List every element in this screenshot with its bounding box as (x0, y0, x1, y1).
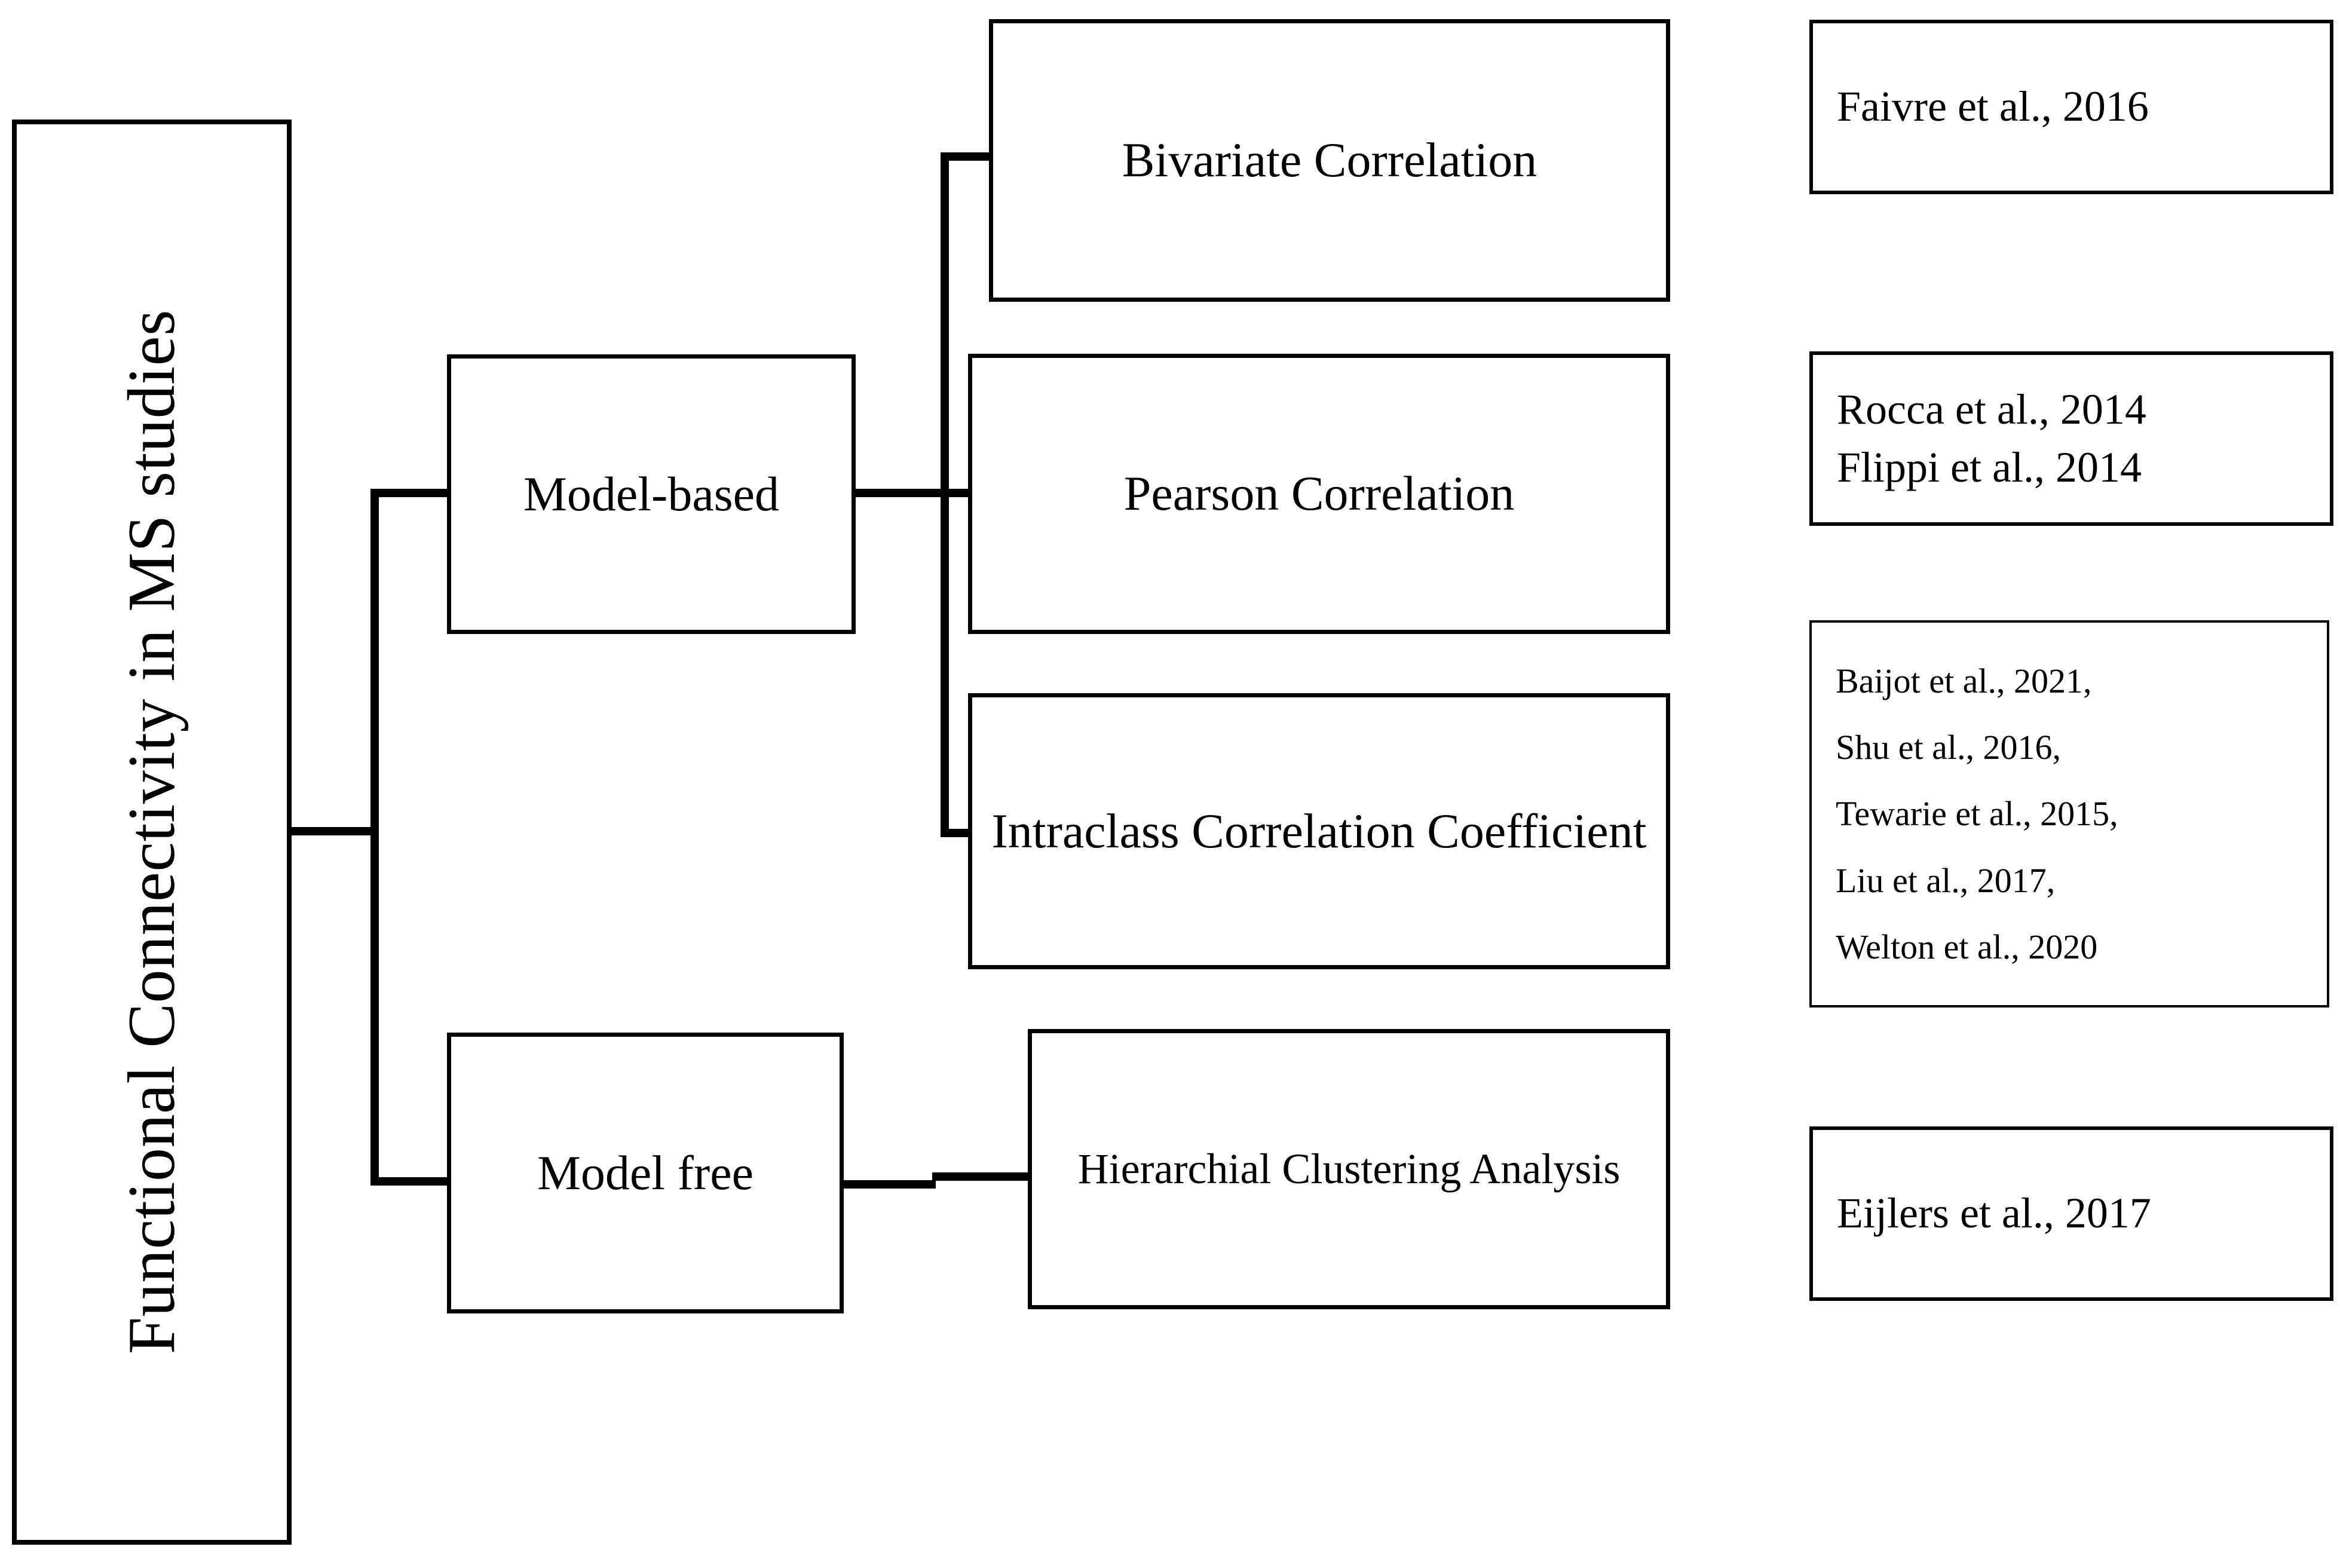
citation-box-pearson[interactable]: Rocca et al., 2014 Flippi et al., 2014 (1809, 351, 2333, 526)
root-node-label: Functional Connectivity in MS studies (114, 310, 189, 1355)
method-node-hierarchial-clustering-analysis[interactable]: Hierarchial Clustering Analysis (1028, 1029, 1670, 1309)
method-node-label: Hierarchial Clustering Analysis (1077, 1145, 1621, 1193)
citation-entry: Baijot et al., 2021, (1836, 661, 2092, 700)
citation-entry: Welton et al., 2020 (1836, 927, 2098, 967)
citation-entry: Flippi et al., 2014 (1837, 443, 2142, 491)
connector-root-stub (292, 827, 379, 835)
citation-box-hca[interactable]: Eijlers et al., 2017 (1809, 1126, 2333, 1301)
method-node-bivariate-correlation[interactable]: Bivariate Correlation (989, 19, 1670, 302)
citation-box-bivariate[interactable]: Faivre et al., 2016 (1809, 20, 2333, 194)
connector-to-icc (941, 829, 974, 837)
connector-model-based-stub (853, 489, 949, 497)
root-node-functional-connectivity[interactable]: Functional Connectivity in MS studies (12, 120, 292, 1545)
connector-to-model-based (370, 489, 453, 497)
category-node-model-free[interactable]: Model free (447, 1033, 844, 1313)
connector-model-free-stub-a (840, 1180, 936, 1189)
connector-to-model-free (370, 1177, 453, 1186)
method-node-intraclass-correlation-coefficient[interactable]: Intraclass Correlation Coefficient (968, 693, 1670, 969)
category-node-label: Model-based (523, 466, 780, 521)
citation-entry: Tewarie et al., 2015, (1836, 794, 2118, 834)
citation-entry: Rocca et al., 2014 (1837, 385, 2146, 433)
citation-entry: Shu et al., 2016, (1836, 727, 2061, 767)
connector-model-free-stub-b (932, 1172, 1034, 1181)
category-node-label: Model free (537, 1145, 754, 1200)
method-node-label: Bivariate Correlation (1122, 133, 1537, 188)
connector-to-bivariate (941, 152, 996, 161)
connector-to-pearson (941, 489, 974, 497)
method-node-pearson-correlation[interactable]: Pearson Correlation (968, 354, 1670, 634)
connector-level2-spine (370, 489, 379, 1186)
citation-box-icc[interactable]: Baijot et al., 2021, Shu et al., 2016, T… (1809, 620, 2329, 1007)
category-node-model-based[interactable]: Model-based (447, 354, 856, 634)
method-node-label: Pearson Correlation (1123, 466, 1515, 521)
citation-entry: Liu et al., 2017, (1836, 860, 2056, 900)
citation-entry: Eijlers et al., 2017 (1837, 1189, 2151, 1238)
method-node-label: Intraclass Correlation Coefficient (991, 803, 1647, 858)
citation-entry: Faivre et al., 2016 (1837, 82, 2149, 131)
